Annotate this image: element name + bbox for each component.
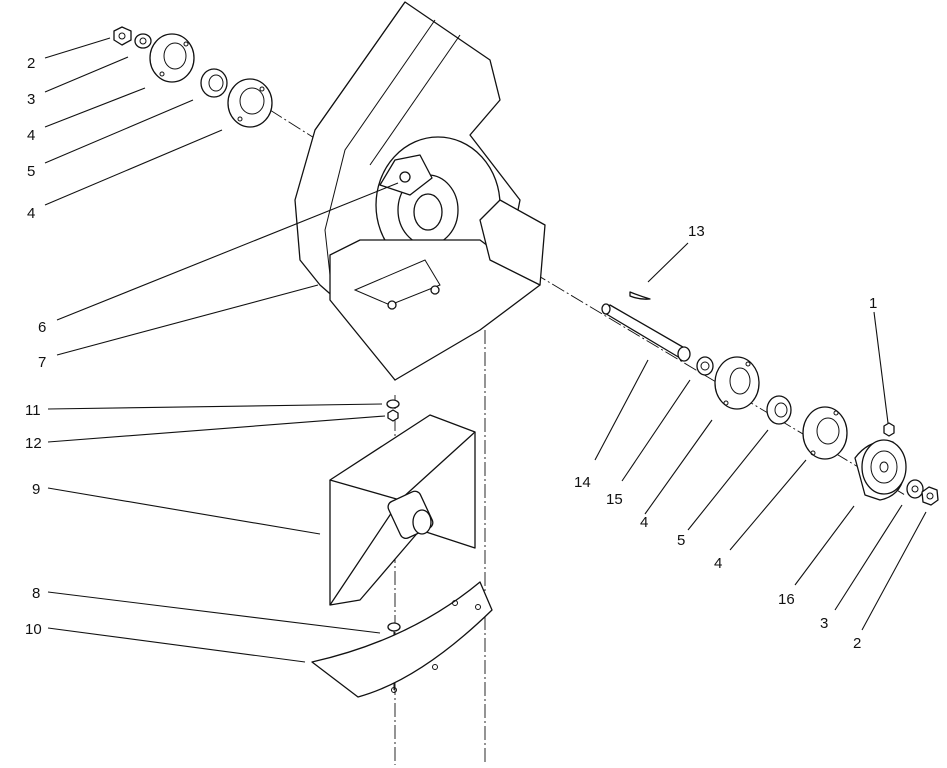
callout-2-left: 2 (27, 55, 35, 72)
right-hex-nut (921, 486, 939, 506)
lock-nut (387, 409, 399, 422)
callout-4-right-inner: 4 (714, 555, 722, 572)
left-washer (134, 33, 152, 49)
leader-lines (44, 37, 927, 663)
blower-housing (294, 1, 546, 381)
fan-assembly (329, 414, 476, 606)
callout-10: 10 (25, 621, 42, 638)
left-bearing (200, 68, 228, 98)
flat-washer (386, 399, 400, 409)
left-outer-flange (149, 33, 195, 83)
right-bearing (766, 395, 792, 425)
callout-16: 16 (778, 591, 795, 608)
callout-13: 13 (688, 223, 705, 240)
callout-4-left-inner: 4 (27, 205, 35, 222)
pulley (854, 439, 907, 501)
callout-6: 6 (38, 319, 46, 336)
right-inner-flange (802, 406, 848, 460)
right-spacer (696, 356, 714, 376)
callout-2-right: 2 (853, 635, 861, 652)
callout-4-right-outer: 4 (640, 514, 648, 531)
callout-7: 7 (38, 354, 46, 371)
callout-5-right: 5 (677, 532, 685, 549)
callout-3-right: 3 (820, 615, 828, 632)
callout-15: 15 (606, 491, 623, 508)
right-outer-flange (714, 356, 760, 410)
callout-1: 1 (869, 295, 877, 312)
callout-9: 9 (32, 481, 40, 498)
callout-3-left: 3 (27, 91, 35, 108)
callout-12: 12 (25, 435, 42, 452)
woodruff-key (629, 291, 651, 300)
small-nut (883, 422, 895, 437)
flange-bolt (399, 171, 411, 183)
callout-5-left: 5 (27, 163, 35, 180)
left-inner-flange (227, 78, 273, 128)
left-hex-nut (113, 26, 132, 46)
scraper-plate (311, 581, 493, 698)
callout-11: 11 (25, 402, 41, 419)
drive-shaft (601, 303, 691, 362)
callout-4-left-outer: 4 (27, 127, 35, 144)
callout-14: 14 (574, 474, 591, 491)
right-washer (906, 479, 924, 499)
callout-8: 8 (32, 585, 40, 602)
